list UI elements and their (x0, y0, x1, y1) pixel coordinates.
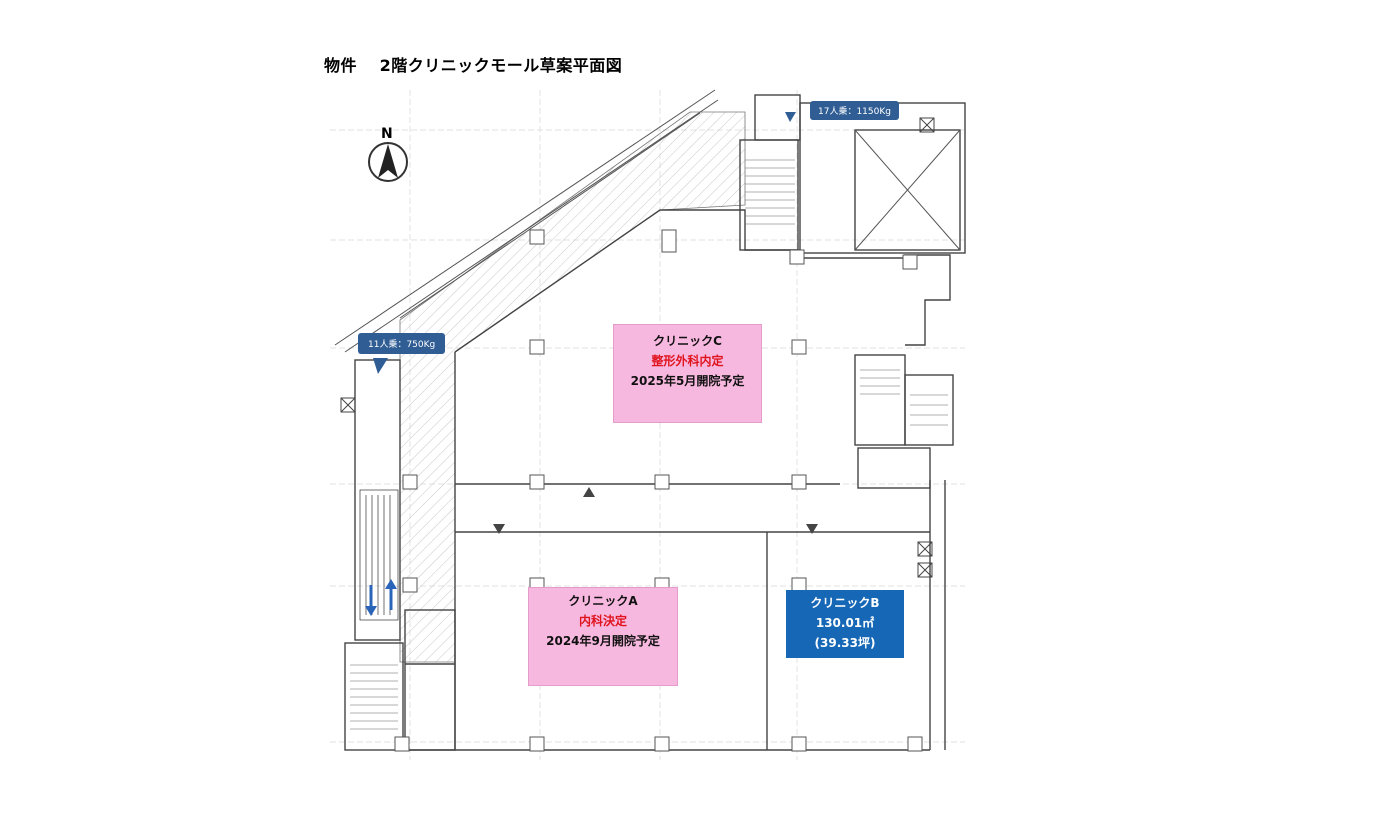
entrance-markers (493, 487, 818, 534)
callout-pointer (785, 112, 796, 122)
clinic-name: クリニックB (810, 596, 880, 610)
small-marker-boxes (340, 117, 935, 578)
clinic-note: 整形外科内定 (651, 354, 724, 368)
escalator-arrows (365, 579, 397, 616)
clinic-tsubo: (39.33坪) (814, 636, 876, 650)
columns (394, 229, 923, 752)
north-arrow-icon (368, 142, 408, 182)
north-label: N (381, 126, 393, 142)
elevator-callout: 11人乗：750Kg (358, 333, 446, 354)
boundary-lines (334, 89, 719, 353)
clinic-detail: 2024年9月開院予定 (546, 634, 660, 648)
clinic-b-box: クリニックB 130.01㎡ (39.33坪) (786, 590, 904, 658)
void-x (854, 129, 961, 251)
page-title: 物件 2階クリニックモール草案平面図 (324, 56, 623, 75)
elevator-callout: 17人乗：1150Kg (810, 101, 899, 120)
clinic-detail: 2025年5月開院予定 (630, 374, 745, 388)
clinic-a-box: クリニックA 内科決定 2024年9月開院予定 (528, 587, 678, 686)
callout-pointer (373, 358, 388, 374)
clinic-name: クリニックA (568, 594, 638, 608)
clinic-name: クリニックC (653, 334, 722, 348)
clinic-c-box: クリニックC 整形外科内定 2025年5月開院予定 (613, 324, 762, 423)
stair-treads (350, 159, 948, 730)
clinic-area: 130.01㎡ (815, 616, 875, 630)
escalator (359, 489, 399, 621)
clinic-note: 内科決定 (578, 614, 627, 628)
